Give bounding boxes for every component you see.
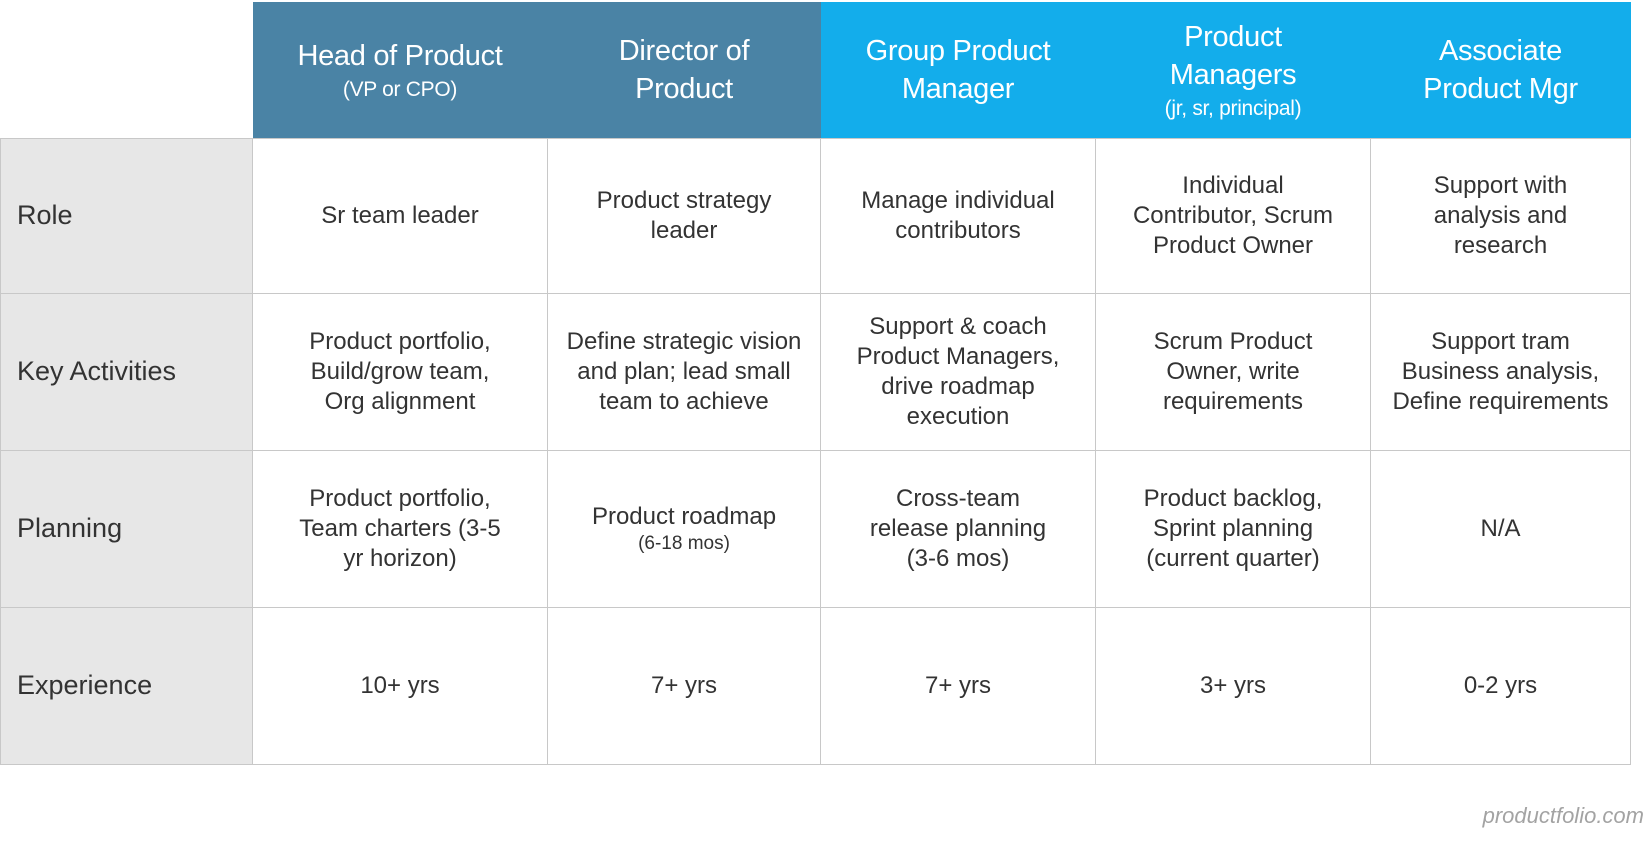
table-cell: Product strategy leader (547, 137, 821, 294)
row-label: Key Activities (0, 292, 253, 451)
cell-subtext: (6-18 mos) (638, 532, 730, 554)
cell-text: Product roadmap (591, 502, 777, 530)
cell-text: Manage individual contributors (861, 186, 1055, 244)
source-credit: productfolio.com (1482, 803, 1644, 828)
cell-text: 7+ yrs (924, 671, 992, 699)
cell-text: Support & coach Product Managers, drive … (856, 312, 1060, 430)
roles-comparison-table: Head of Product (VP or CPO) Director of … (0, 2, 1631, 765)
column-header-product-managers: Product Managers (jr, sr, principal) (1095, 2, 1371, 138)
column-title: Group Product Manager (865, 34, 1051, 105)
cell-text: 3+ yrs (1199, 671, 1267, 699)
column-header-associate-product-mgr: Associate Product Mgr (1370, 2, 1631, 138)
table-cell: Product roadmap (6-18 mos) (547, 449, 821, 608)
table-cell: Support tram Business analysis, Define r… (1370, 292, 1631, 451)
cell-text: Cross-team release planning (3-6 mos) (869, 484, 1047, 572)
table-cell: Product portfolio, Team charters (3-5 yr… (252, 449, 548, 608)
column-header-director-of-product: Director of Product (547, 2, 821, 138)
cell-text: Scrum Product Owner, write requirements (1153, 327, 1313, 415)
cell-text: Product portfolio, Build/grow team, Org … (309, 327, 491, 415)
cell-text: Define strategic vision and plan; lead s… (566, 327, 802, 415)
table-cell: Scrum Product Owner, write requirements (1095, 292, 1371, 451)
column-title: Director of Product (618, 34, 750, 105)
cell-text: Product backlog, Sprint planning (curren… (1143, 484, 1323, 572)
row-role: Role Sr team leader Product strategy lea… (0, 137, 1631, 294)
table-cell: 7+ yrs (820, 606, 1096, 765)
cell-text: Product strategy leader (596, 186, 772, 244)
table-cell: 10+ yrs (252, 606, 548, 765)
header-row: Head of Product (VP or CPO) Director of … (0, 2, 1631, 138)
cell-text: Individual Contributor, Scrum Product Ow… (1132, 171, 1334, 259)
table-cell: Individual Contributor, Scrum Product Ow… (1095, 137, 1371, 294)
table-cell: 7+ yrs (547, 606, 821, 765)
row-label: Planning (0, 449, 253, 608)
cell-text: Sr team leader (321, 201, 479, 229)
table-cell: Support with analysis and research (1370, 137, 1631, 294)
column-title: Product Managers (1169, 20, 1297, 91)
cell-text: 7+ yrs (650, 671, 718, 699)
table-cell: Manage individual contributors (820, 137, 1096, 294)
row-experience: Experience 10+ yrs 7+ yrs 7+ yrs 3+ yrs … (0, 606, 1631, 765)
column-subtitle: (VP or CPO) (342, 77, 458, 101)
cell-text: N/A (1480, 514, 1521, 542)
column-header-head-of-product: Head of Product (VP or CPO) (252, 2, 548, 138)
cell-text: 10+ yrs (360, 671, 440, 699)
row-planning: Planning Product portfolio, Team charter… (0, 449, 1631, 608)
cell-text: Support tram Business analysis, Define r… (1392, 327, 1609, 415)
table-cell: Product portfolio, Build/grow team, Org … (252, 292, 548, 451)
cell-text: Product portfolio, Team charters (3-5 yr… (299, 484, 501, 572)
corner-cell (0, 2, 253, 138)
cell-text: Support with analysis and research (1433, 171, 1568, 259)
column-header-group-product-manager: Group Product Manager (820, 2, 1096, 138)
table-cell: Sr team leader (252, 137, 548, 294)
cell-text: 0-2 yrs (1463, 671, 1538, 699)
column-subtitle: (jr, sr, principal) (1164, 96, 1302, 120)
row-label: Role (0, 137, 253, 294)
column-title: Head of Product (297, 39, 503, 72)
table-cell: N/A (1370, 449, 1631, 608)
row-label: Experience (0, 606, 253, 765)
table-cell: Define strategic vision and plan; lead s… (547, 292, 821, 451)
column-title: Associate Product Mgr (1423, 34, 1578, 105)
table-cell: 3+ yrs (1095, 606, 1371, 765)
table-cell: Support & coach Product Managers, drive … (820, 292, 1096, 451)
table-cell: 0-2 yrs (1370, 606, 1631, 765)
row-key-activities: Key Activities Product portfolio, Build/… (0, 292, 1631, 451)
table-cell: Cross-team release planning (3-6 mos) (820, 449, 1096, 608)
table-cell: Product backlog, Sprint planning (curren… (1095, 449, 1371, 608)
